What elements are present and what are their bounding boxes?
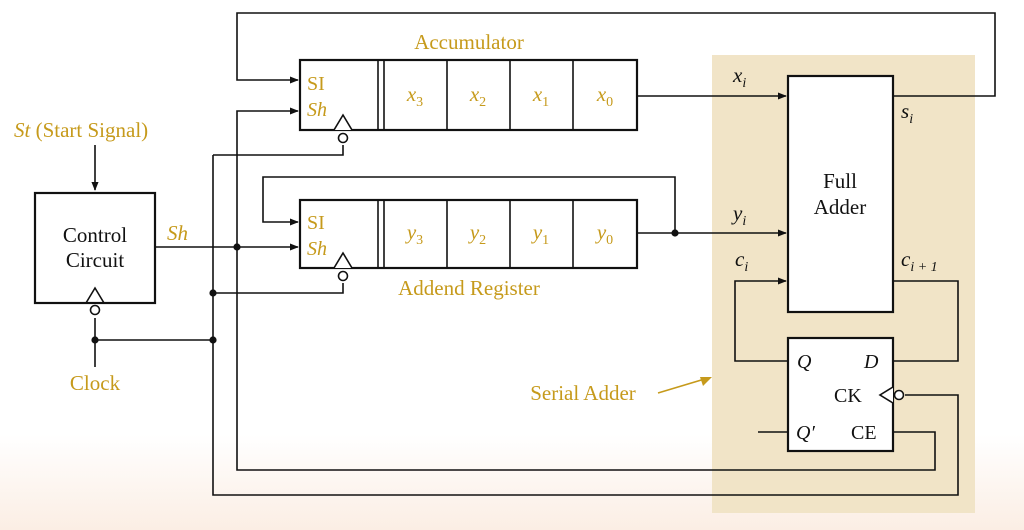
ff-qn-label: Q′	[796, 422, 815, 444]
add-sh-label: Sh	[307, 238, 327, 260]
addend-cell-0: y3	[405, 220, 423, 248]
junction-y0	[671, 229, 679, 237]
control-label-1: Control	[63, 223, 127, 247]
acc-sh-label: Sh	[307, 99, 327, 121]
addend-cell-2: y1	[531, 220, 549, 248]
carry-flipflop-box	[786, 336, 895, 453]
accumulator-cell-3: x0	[596, 82, 613, 110]
wire-clock-add	[213, 283, 344, 294]
control-clock-triangle	[85, 286, 105, 304]
full-adder-label-1: Full	[823, 169, 857, 193]
sh-signal-label: Sh	[167, 221, 188, 245]
control-clock-bubble	[89, 304, 101, 316]
wire-carry-in	[734, 277, 788, 362]
signal-si-label: si	[901, 99, 913, 127]
ff-clock-triangle	[878, 386, 894, 404]
wire-addend-loop	[262, 176, 676, 233]
wire-clock-trunk	[212, 155, 959, 496]
ff-q-label: Q	[797, 351, 812, 373]
add-clock-triangle	[333, 251, 353, 269]
add-clock-bubble	[337, 270, 349, 282]
addend-register-box	[298, 198, 639, 270]
add-cells: y3 y2 y1 y0	[405, 220, 613, 248]
control-circuit-box	[33, 191, 157, 305]
acc-si-label: SI	[307, 73, 325, 95]
accumulator-box	[298, 58, 639, 132]
ff-d-label: D	[863, 351, 879, 373]
ff-ce-label: CE	[851, 422, 877, 444]
accumulator-cell-1: x2	[469, 82, 486, 110]
acc-cells: x3 x2 x1 x0	[406, 82, 613, 110]
wire-carry-out	[883, 280, 959, 365]
serial-adder-pointer	[657, 377, 709, 394]
junction-clock-left	[91, 336, 99, 344]
junction-clock-add	[209, 289, 217, 297]
clock-label: Clock	[70, 371, 121, 395]
control-label-2: Circuit	[66, 248, 124, 272]
accumulator-title: Accumulator	[414, 30, 524, 54]
signal-ci-label: ci	[735, 247, 748, 275]
accumulator-cell-0: x3	[406, 82, 423, 110]
wire-clock-acc	[213, 145, 344, 156]
accumulator-cell-2: x1	[532, 82, 549, 110]
ff-ck-label: CK	[834, 385, 862, 407]
acc-clock-bubble	[337, 132, 349, 144]
add-si-label: SI	[307, 212, 325, 234]
addend-cell-1: y2	[468, 220, 486, 248]
serial-adder-label: Serial Adder	[530, 381, 636, 405]
ff-clock-bubble	[893, 389, 905, 401]
signal-xi-label: xi	[732, 63, 746, 91]
wire-sum-feedback	[236, 12, 996, 97]
full-adder-box	[786, 74, 895, 314]
signal-yi-label: yi	[731, 201, 746, 229]
full-adder-label-2: Adder	[814, 195, 866, 219]
signal-ci1-label: ci + 1	[901, 247, 938, 275]
addend-title: Addend Register	[398, 276, 540, 300]
wire-sh-ce	[236, 247, 936, 471]
addend-cell-3: y0	[595, 220, 613, 248]
start-signal-label: St (Start Signal)	[14, 118, 148, 142]
serial-adder-pointer-head	[700, 377, 712, 386]
wire-sh-acc	[236, 107, 299, 247]
acc-clock-triangle	[333, 113, 353, 131]
